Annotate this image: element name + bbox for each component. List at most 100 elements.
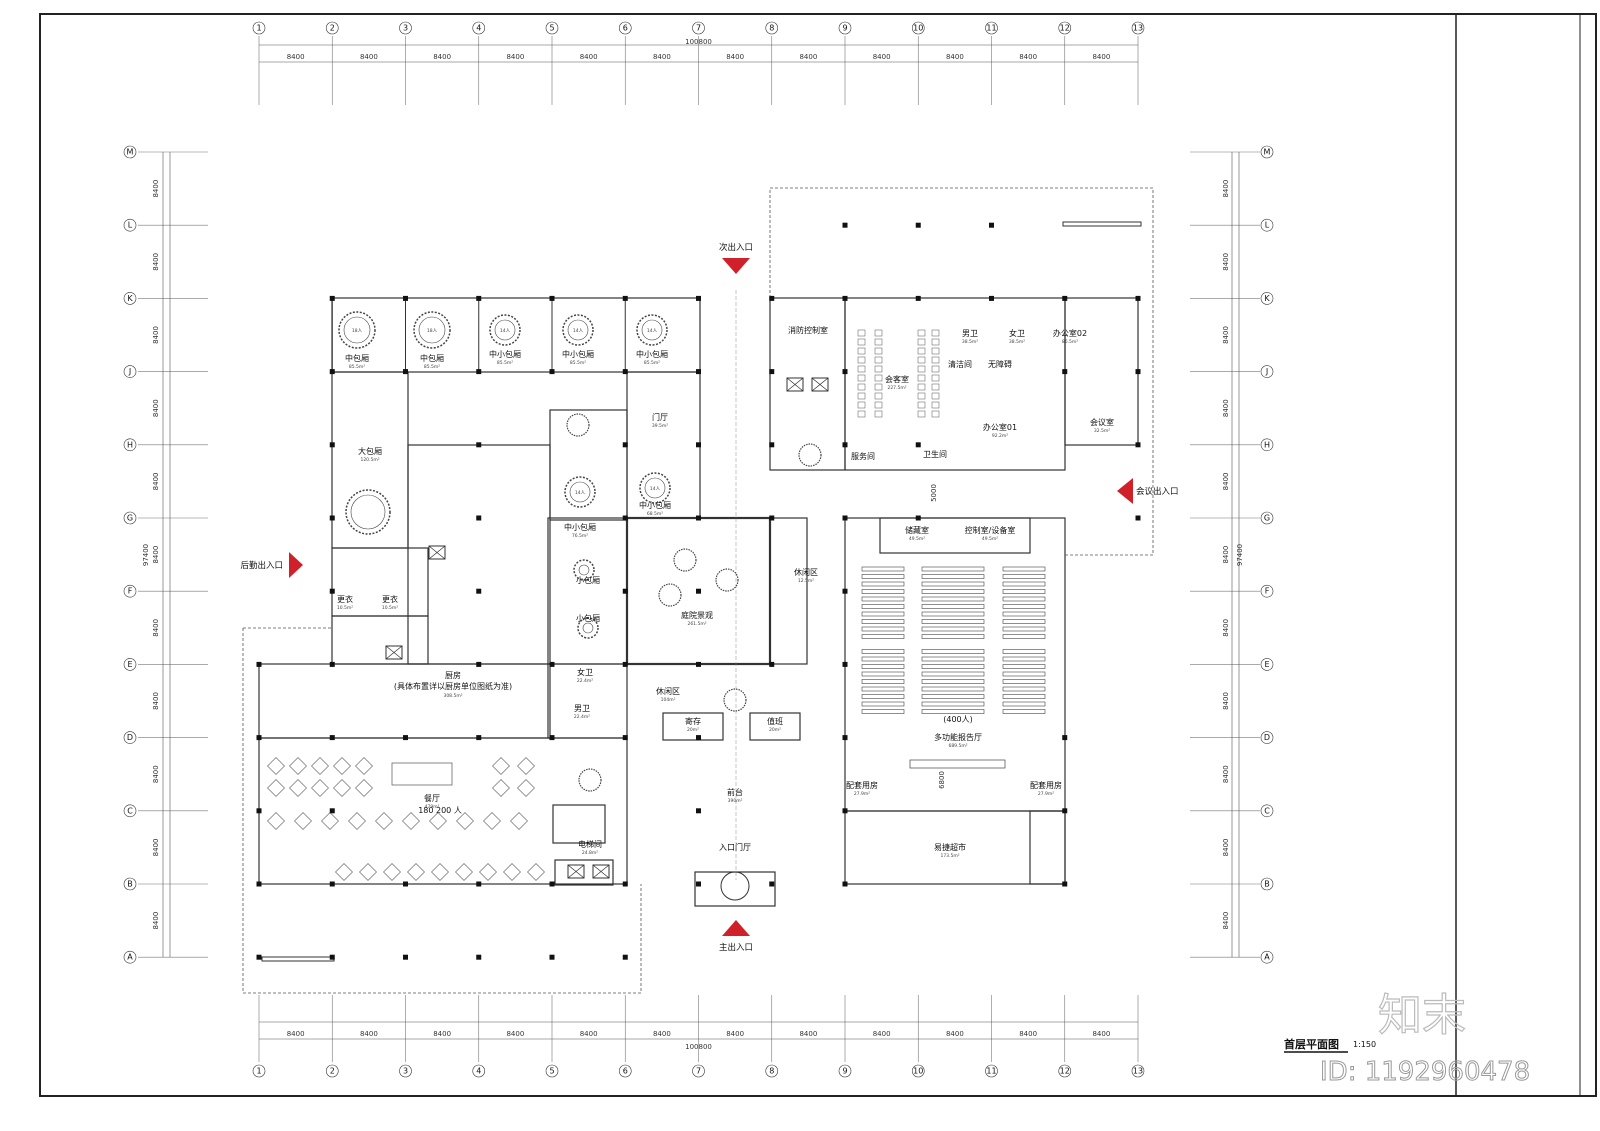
column (476, 881, 482, 887)
room-area: 20m² (769, 727, 781, 733)
chair (857, 392, 866, 400)
chair (874, 356, 883, 364)
column (622, 515, 628, 521)
dimension-label: 8400 (152, 912, 160, 930)
dining-table (431, 863, 449, 881)
axis-label: 10 (913, 24, 923, 33)
wall (769, 517, 808, 665)
column (329, 808, 335, 814)
chair (931, 347, 940, 355)
axis-bubble (1260, 950, 1274, 964)
wall (1029, 810, 1066, 885)
seat-row (861, 701, 905, 707)
wall (549, 409, 628, 521)
seat-row (861, 649, 905, 654)
revolving-door (720, 871, 750, 901)
seat-row (1002, 671, 1046, 677)
axis-bubble (838, 21, 852, 35)
axis-label: A (127, 953, 133, 962)
axis-label: 1 (256, 1067, 261, 1076)
watermark-logo: 知末 (1378, 990, 1466, 1041)
chair (874, 374, 883, 382)
chair (917, 356, 926, 364)
dining-table (492, 779, 510, 797)
seat-row (921, 634, 985, 639)
axis-label: L (1265, 221, 1270, 230)
axis-label: 3 (403, 1067, 408, 1076)
seat-row (861, 671, 905, 677)
dimension-label: 8400 (152, 765, 160, 783)
seat-row (921, 619, 985, 624)
dimension-label: 8400 (1222, 326, 1230, 344)
seat-row (861, 694, 905, 699)
axis-bubble (399, 21, 412, 35)
stage-seats (909, 759, 1006, 769)
table-capacity: 14人 (647, 328, 658, 334)
chair (917, 329, 926, 337)
seat-row (921, 701, 985, 707)
arrow-right-icon (289, 552, 303, 578)
column (256, 954, 262, 960)
seat-row (1002, 626, 1046, 632)
axis-bubble (1260, 365, 1274, 378)
room: 无障碍 (988, 359, 1012, 369)
axis-bubble (1260, 731, 1274, 744)
axis-label: H (1264, 440, 1270, 449)
room-area: 689.5m² (948, 743, 967, 749)
axis-label: K (127, 294, 133, 303)
axis-bubble (1260, 145, 1274, 159)
column (696, 735, 701, 741)
seat-row (921, 694, 985, 699)
seat-row (1002, 604, 1046, 609)
room-area: 479m² (425, 804, 440, 810)
room-area: 39.5m² (652, 423, 668, 429)
column (842, 588, 848, 594)
round-table (345, 489, 391, 535)
column (329, 661, 335, 667)
axis-bubble (123, 511, 137, 525)
axis-label: 5 (549, 24, 554, 33)
room-name: 配套用房 (846, 780, 878, 790)
axis-label: F (128, 587, 133, 596)
seat-row (921, 604, 985, 609)
chair (857, 410, 866, 418)
dimension-label: 8400 (506, 1030, 524, 1038)
column (696, 661, 701, 667)
entrance: 主出入口 (719, 920, 753, 953)
seat-row (1002, 581, 1046, 587)
axis-bubble (123, 438, 137, 452)
axis-label: 4 (476, 24, 481, 33)
room: 小包厢 (576, 613, 600, 623)
chair (874, 392, 883, 400)
dimension-label: 8400 (1092, 1030, 1110, 1038)
chair (857, 338, 866, 346)
seat-row (861, 664, 905, 669)
axis-label: D (127, 733, 133, 742)
round-table (338, 311, 376, 349)
seat-row (921, 671, 985, 677)
room-area: 390m² (728, 798, 743, 804)
room-name: 会议室 (1090, 417, 1114, 427)
column (476, 442, 482, 448)
room-name: 大包厢 (358, 446, 382, 456)
column (842, 808, 848, 814)
axis-bubble (765, 21, 779, 35)
room-name: 小包厢 (576, 575, 600, 585)
room-area: 32.5m² (1094, 428, 1110, 434)
table-capacity: 14人 (575, 490, 586, 496)
axis-bubble (1058, 1064, 1072, 1078)
room-name: 男卫 (962, 329, 978, 338)
room-area: 85.5m² (424, 364, 440, 370)
chair (917, 338, 926, 346)
room-name: 休闲区 (656, 686, 680, 696)
room: 消防控制室 (788, 325, 828, 335)
axis-bubble (325, 1064, 339, 1078)
dimension-label: 5000 (930, 484, 938, 502)
room-area: 120.5m² (360, 457, 379, 463)
